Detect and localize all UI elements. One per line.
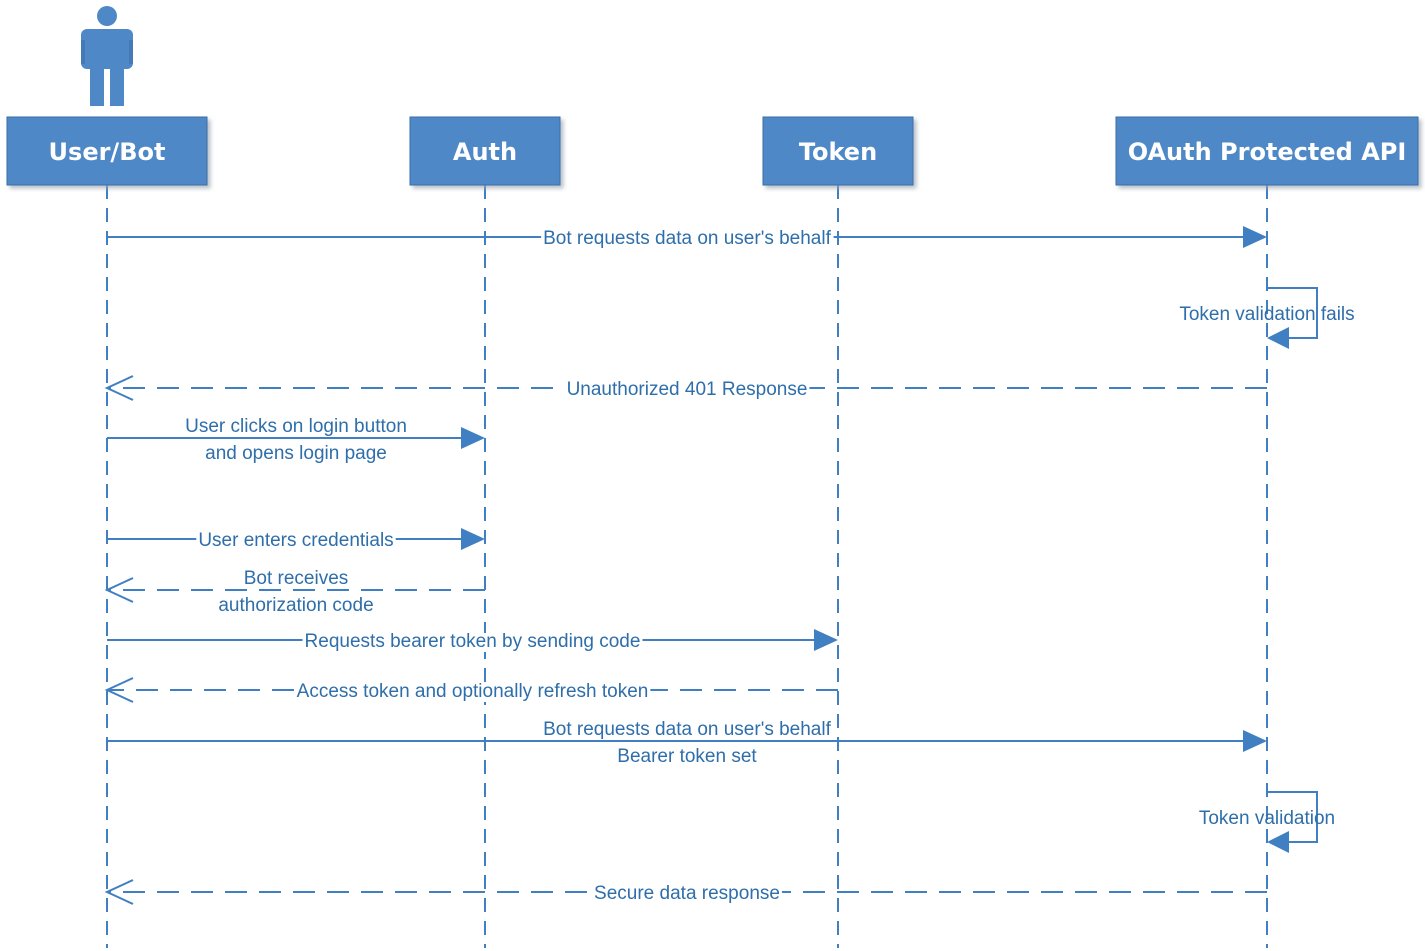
open-arrowhead [104, 577, 134, 603]
open-arrowhead [104, 677, 134, 703]
message-label: authorization code [218, 595, 373, 616]
open-arrowhead [104, 375, 134, 401]
label-backing [294, 683, 651, 702]
participant-api: OAuth Protected API [1115, 116, 1419, 186]
message-m7: Requests bearer token by sending code [107, 629, 838, 652]
label-backing [564, 381, 810, 400]
message-m8: Access token and optionally refresh toke… [104, 677, 838, 703]
label-backing [541, 230, 834, 249]
message-m9: Bot requests data on user's behalfBearer… [107, 719, 1267, 767]
message-m3: Unauthorized 401 Response [104, 375, 1267, 401]
message-label: Token validation [1199, 808, 1335, 829]
message-label: Bot requests data on user's behalf [543, 719, 831, 740]
self-message-line [1267, 791, 1318, 843]
participant-headers: User/Bot Auth Token OAuth Protected API [6, 6, 1419, 186]
message-m10: Token validation [1199, 791, 1335, 853]
label-backing [592, 885, 782, 904]
label-backing [241, 570, 351, 589]
participant-token: Token [762, 116, 914, 186]
participant-user: User/Bot [6, 116, 208, 186]
message-label: Token validation fails [1179, 304, 1354, 325]
message-label: Bot receives [244, 568, 349, 589]
label-backing [183, 418, 409, 437]
participant-label: Auth [453, 138, 517, 166]
message-label: Bearer token set [617, 746, 757, 767]
person-icon [81, 6, 133, 106]
arrowhead [814, 629, 838, 651]
participant-box [1115, 116, 1419, 186]
message-label: Requests bearer token by sending code [305, 631, 641, 652]
arrowhead [1267, 327, 1289, 349]
message-m11: Secure data response [104, 879, 1267, 905]
arrowhead [1243, 226, 1267, 248]
open-arrowhead [104, 879, 134, 905]
label-backing [196, 532, 396, 551]
message-label: User clicks on login button [185, 416, 407, 437]
participant-auth: Auth [409, 116, 561, 186]
message-label: User enters credentials [198, 530, 393, 551]
self-message-line [1267, 287, 1318, 339]
arrowhead [461, 427, 485, 449]
participant-box [6, 116, 208, 186]
message-m6: Bot receives authorization code [104, 568, 485, 616]
message-label: Bot requests data on user's behalf [543, 228, 831, 249]
label-backing [541, 721, 834, 740]
participant-label: OAuth Protected API [1128, 138, 1407, 166]
participant-box [409, 116, 561, 186]
participant-label: User/Bot [49, 138, 166, 166]
label-backing [302, 633, 643, 652]
arrowhead [1243, 730, 1267, 752]
message-label: and opens login page [205, 443, 387, 464]
participant-box [762, 116, 914, 186]
lifelines [106, 185, 1268, 948]
participant-label: Token [799, 138, 877, 166]
message-label: Unauthorized 401 Response [567, 379, 808, 400]
arrowhead [461, 528, 485, 550]
message-m1: Bot requests data on user's behalf [107, 226, 1267, 249]
message-m4: User clicks on login button and opens log… [107, 416, 485, 464]
message-m2: Token validation fails [1179, 287, 1355, 349]
messages: Bot requests data on user's behalfToken … [104, 226, 1355, 905]
message-label: Access token and optionally refresh toke… [297, 681, 649, 702]
message-m5: User enters credentials [107, 528, 485, 551]
arrowhead [1267, 831, 1289, 853]
message-label: Secure data response [594, 883, 780, 904]
